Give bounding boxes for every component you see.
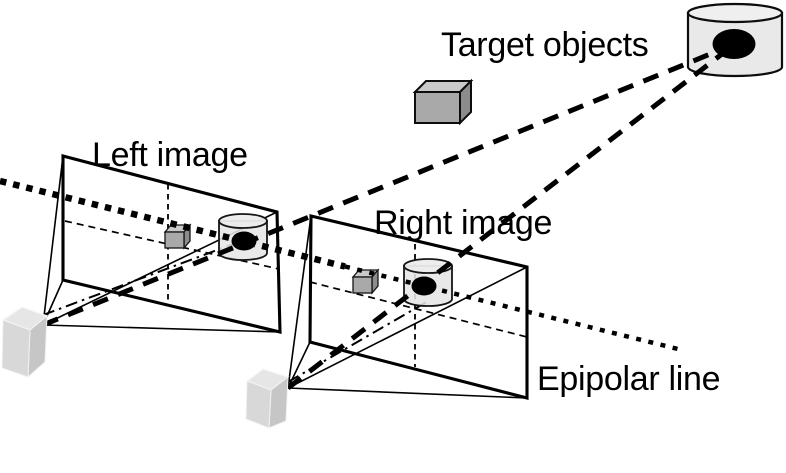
right-camera [245,368,290,429]
right-projected-cylinder [403,258,453,307]
right-plane-horizontal-midline [309,281,528,338]
right-image-label: Right image [374,204,552,242]
left-image-label: Left image [92,136,248,174]
right-projection-ray [286,42,737,390]
target-cylinder [686,2,784,78]
target-cube [412,78,474,126]
right-projected-cube [351,268,380,295]
epipolar-line-label: Epipolar line [537,360,720,398]
target-objects-label: Target objects [441,26,648,64]
epipolar-line [0,177,683,353]
left-camera [1,306,49,379]
left-projection-ray [42,41,736,328]
right-camera-frustum [287,215,528,399]
